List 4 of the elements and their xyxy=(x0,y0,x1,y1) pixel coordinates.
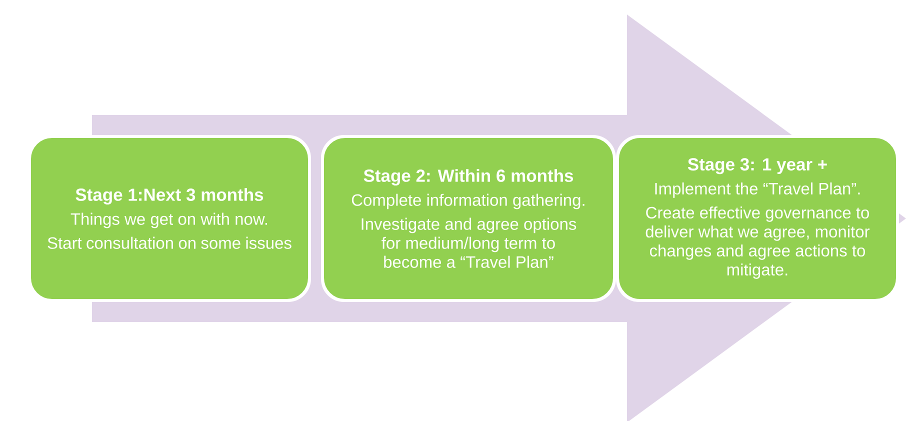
stage-box: Stage 3: 1 year + Implement the “Travel Plan”. Create effective governance to deliver what we agree, monitor changes and agree actions to mitigate. xyxy=(617,136,898,301)
block-arrow xyxy=(92,14,906,421)
stage-box: Stage 1:Next 3 months Things we get on with now. Start consultation on some issues xyxy=(29,136,310,301)
stage-box: Stage 2: Within 6 months Complete information gathering. Investigate and agree options for medium/long term to become a “Travel Plan” xyxy=(322,136,615,301)
